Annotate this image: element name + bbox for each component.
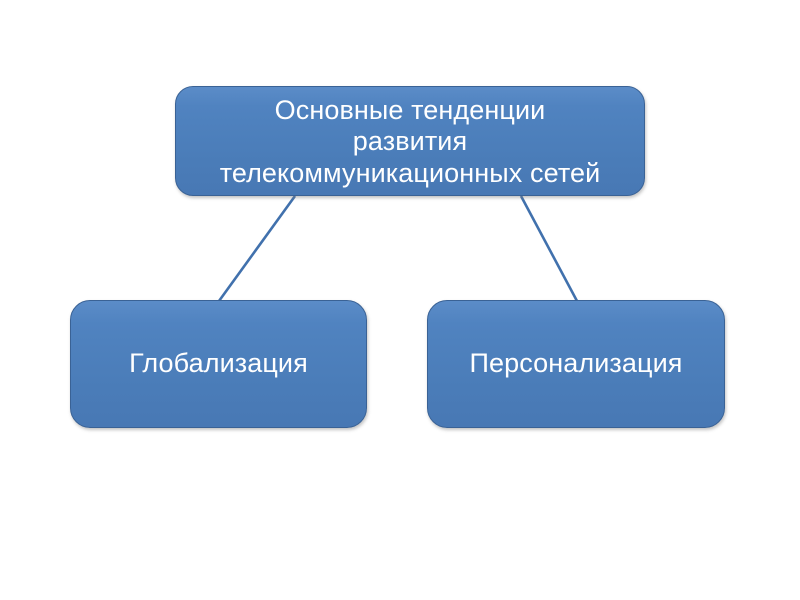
- node-globalization[interactable]: Глобализация: [70, 300, 367, 428]
- node-root-main-trends[interactable]: Основные тенденции развития телекоммуник…: [175, 86, 645, 196]
- connector-root-to-globalization: [217, 195, 297, 302]
- node-personalization[interactable]: Персонализация: [427, 300, 725, 428]
- connector-root-to-personalization: [519, 195, 579, 302]
- node-globalization-label: Глобализация: [129, 348, 308, 379]
- node-root-label: Основные тенденции развития телекоммуник…: [219, 95, 601, 188]
- node-personalization-label: Персонализация: [469, 348, 683, 379]
